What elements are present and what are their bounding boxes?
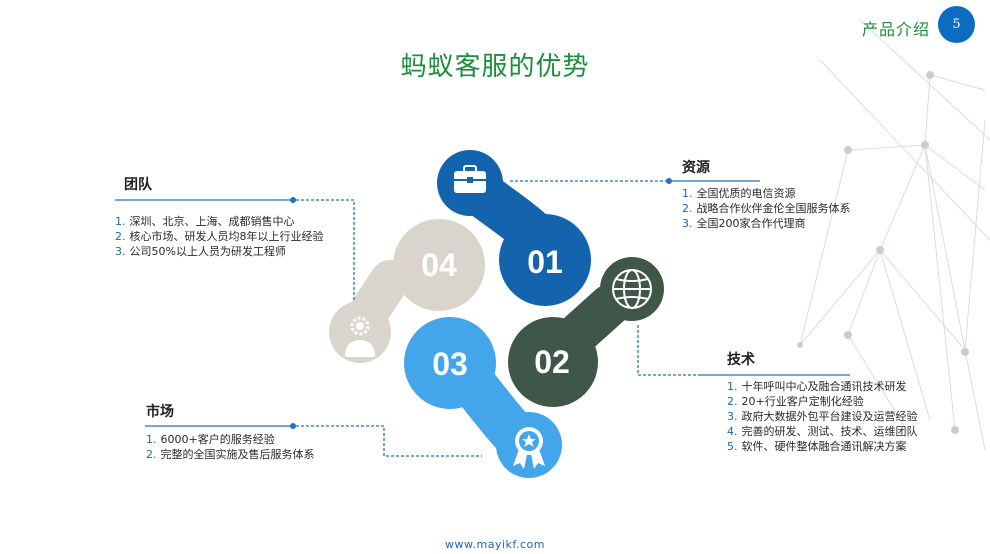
connector-resources	[510, 178, 760, 184]
footer-website-link[interactable]: www.mayikf.com	[445, 538, 545, 551]
hub-number-04: 04	[421, 247, 457, 283]
team-heading: 团队	[124, 177, 152, 193]
briefcase-icon	[454, 165, 486, 193]
connector-technology	[637, 325, 850, 376]
list-item: 1.全国优质的电信资源	[682, 187, 796, 200]
list-item: 4.完善的研发、测试、技术、运维团队	[727, 425, 918, 438]
technology-list: 1.十年呼叫中心及融合通讯技术研发 2.20+行业客户定制化经验 3.政府大数据…	[727, 379, 918, 454]
hub-lobe-03	[404, 317, 562, 478]
hub-number-02: 02	[534, 344, 570, 380]
list-item: 2.完整的全国实施及售后服务体系	[146, 448, 315, 461]
connector-team	[115, 197, 355, 300]
section-label: 产品介绍	[862, 20, 931, 39]
list-item: 2.核心市场、研发人员均8年以上行业经验	[115, 230, 324, 243]
list-item: 3.公司50%以上人员为研发工程师	[115, 245, 286, 258]
page-number-badge: 5	[938, 6, 975, 43]
list-item: 1.十年呼叫中心及融合通讯技术研发	[727, 380, 907, 393]
award-badge-icon	[513, 427, 545, 469]
list-item: 3.全国200家合作代理商	[682, 217, 806, 230]
technology-heading: 技术	[727, 352, 755, 368]
person-gear-icon	[345, 316, 375, 357]
list-item: 1.深圳、北京、上海、成都销售中心	[115, 215, 295, 228]
market-list: 1.6000+客户的服务经验 2.完整的全国实施及售后服务体系	[146, 432, 315, 462]
list-item: 2.20+行业客户定制化经验	[727, 395, 864, 408]
hub-number-01: 01	[527, 244, 563, 280]
list-item: 5.软件、硬件整体融合通讯解决方案	[727, 440, 907, 453]
market-heading: 市场	[146, 404, 174, 420]
globe-icon	[612, 269, 652, 309]
team-list: 1.深圳、北京、上海、成都销售中心 2.核心市场、研发人员均8年以上行业经验 3…	[115, 214, 324, 259]
hub-lobe-04	[329, 219, 485, 363]
connector-market	[145, 423, 482, 457]
list-item: 2.战略合作伙伴金伦全国服务体系	[682, 202, 851, 215]
resources-heading: 资源	[682, 160, 710, 176]
list-item: 3.政府大数据外包平台建设及运营经验	[727, 410, 918, 423]
resources-list: 1.全国优质的电信资源 2.战略合作伙伴金伦全国服务体系 3.全国200家合作代…	[682, 186, 851, 231]
list-item: 1.6000+客户的服务经验	[146, 433, 275, 446]
hub-number-03: 03	[432, 346, 468, 382]
slide-title: 蚂蚁客服的优势	[400, 52, 590, 82]
